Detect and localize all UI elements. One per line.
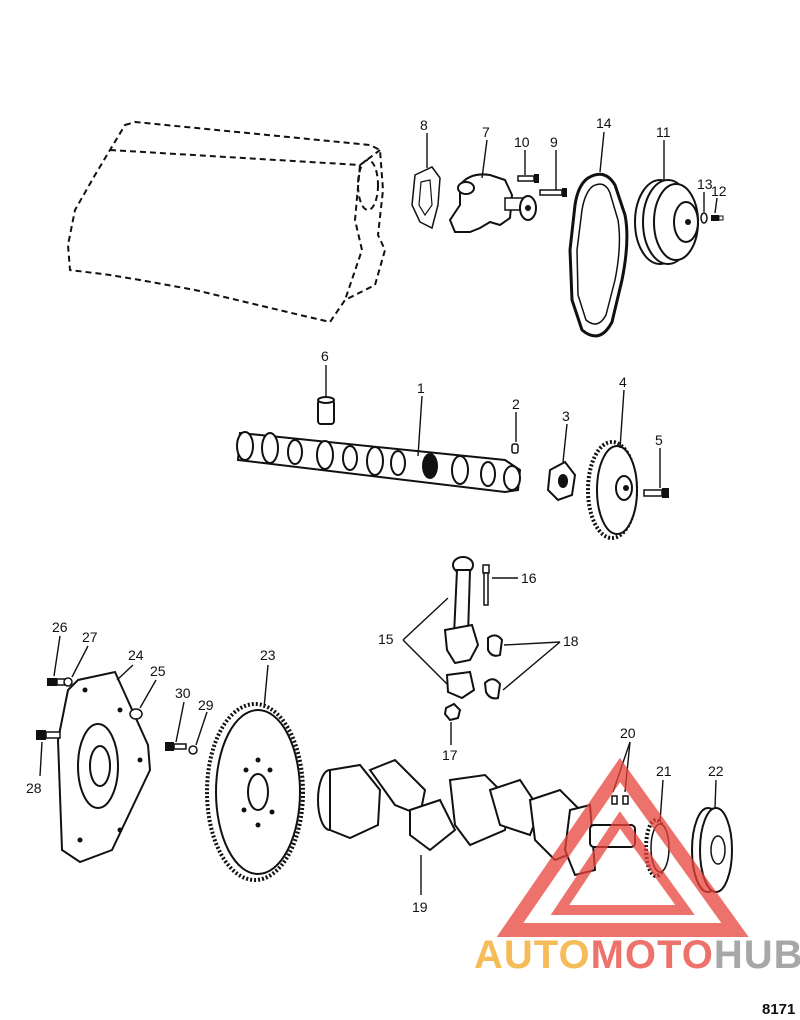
valve-lifter-part-6 [317,396,335,425]
callout-28: 28 [26,780,42,796]
callout-26: 26 [52,619,68,635]
callout-7: 7 [482,124,490,140]
cam-gear-part-4 [586,440,638,540]
washer-part-13 [700,212,708,224]
callout-18: 18 [563,633,579,649]
nut-part-17 [443,702,462,722]
callout-19: 19 [412,899,428,915]
watermark-text: AUTOMOTOHUB [474,933,800,977]
callout-2: 2 [512,396,520,412]
callout-3: 3 [562,408,570,424]
thrust-plate-part-3 [546,460,577,502]
callout-14: 14 [596,115,612,131]
callout-4: 4 [619,374,627,390]
watermark-moto: MOTO [591,933,714,977]
callout-23: 23 [260,647,276,663]
gasket-part-8 [411,166,441,230]
callout-5: 5 [655,432,663,448]
pulley-part-11 [634,179,699,265]
bolt-part-28 [36,730,61,740]
figure-number: 8171 [762,1001,795,1018]
bolt-part-30 [165,742,187,751]
callout-22: 22 [708,763,724,779]
callout-21: 21 [656,763,672,779]
drive-belt-part-14 [568,172,629,338]
callout-11: 11 [656,124,671,140]
callout-20: 20 [620,725,636,741]
callout-16: 16 [521,570,537,586]
rod-bearing-part-18 [483,634,504,700]
watermark-triangle-icon [496,757,749,937]
key-part-2 [511,443,519,454]
callout-13: 13 [697,176,713,192]
callout-27: 27 [82,629,98,645]
crank-key-part-20 [611,795,629,805]
watermark-logo: AUTOMOTOHUB [474,757,800,977]
callout-25: 25 [150,663,166,679]
callout-24: 24 [128,647,144,663]
callout-17: 17 [442,747,458,763]
watermark-auto: AUTO [474,933,591,977]
washer-part-27 [63,677,73,687]
engine-block-outline [66,120,387,324]
bolt-part-9 [539,188,567,197]
callout-1: 1 [417,380,425,396]
rod-bolt-part-16 [482,564,490,606]
bolt-part-26 [47,678,66,686]
callout-9: 9 [550,134,558,150]
callout-8: 8 [420,117,428,133]
callout-30: 30 [175,685,191,701]
callout-labels: 8 7 10 9 14 11 13 12 6 1 2 3 4 5 16 15 1… [26,115,727,915]
connecting-rod-part-15 [443,556,480,700]
plug-part-25 [129,708,143,720]
bolt-part-10 [517,174,539,183]
camshaft-part-1 [236,431,522,494]
bolt-part-12 [711,215,724,221]
flywheel-plate-part-24 [56,670,152,864]
callout-10: 10 [514,134,530,150]
watermark-hub: HUB [714,933,800,977]
callout-29: 29 [198,697,214,713]
bolt-part-5 [643,488,669,498]
callout-15: 15 [378,631,394,647]
flywheel-part-23 [205,702,305,882]
washer-part-29 [188,745,198,755]
callout-12: 12 [711,183,727,199]
callout-6: 6 [321,348,329,364]
water-pump-part-7 [448,173,537,233]
